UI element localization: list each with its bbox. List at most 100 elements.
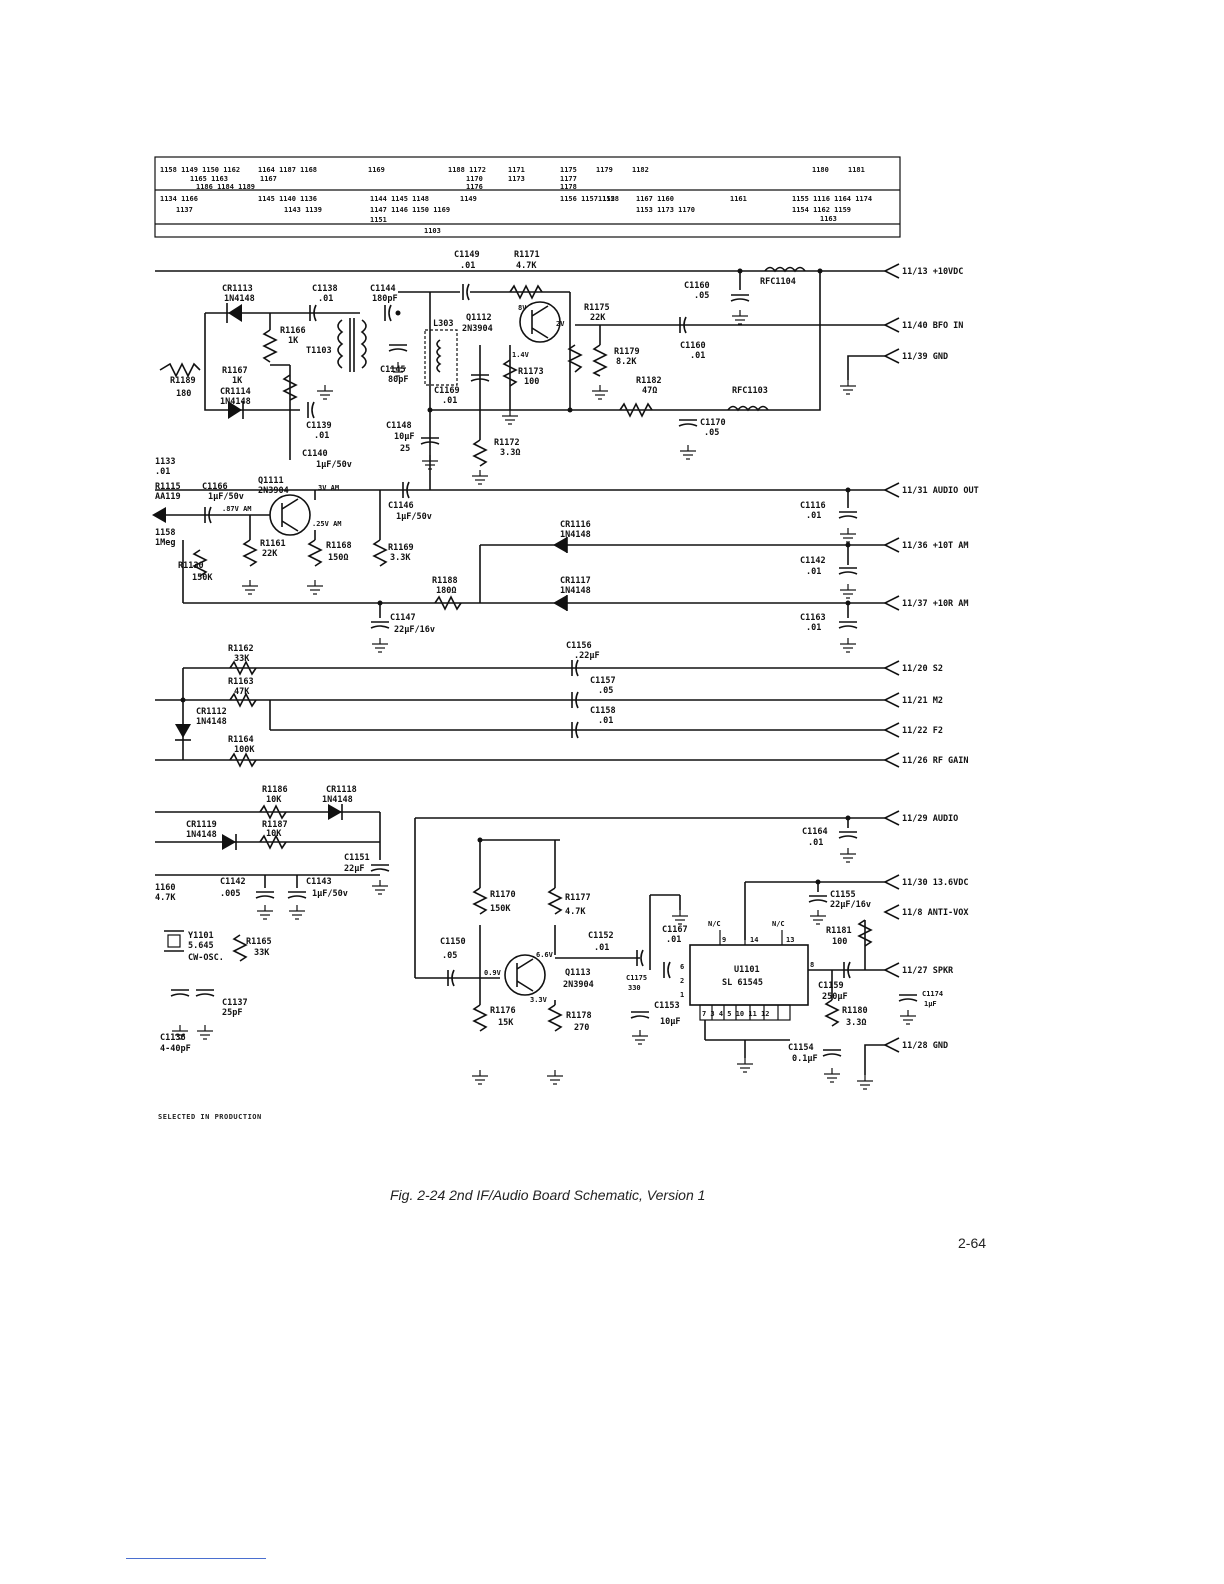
- label-r1130-value: 150K: [192, 573, 213, 583]
- label-r1176: R1176: [490, 1006, 516, 1016]
- label-r1180: R1180: [842, 1006, 868, 1016]
- label-j40: 11/40 BFO IN: [902, 321, 963, 331]
- resistor-r1164: [229, 752, 257, 768]
- table-row1-cell: 1175: [560, 166, 577, 174]
- label-r1175: R1175: [584, 303, 610, 313]
- label-r1167: R1167: [222, 366, 248, 376]
- footnote: SELECTED IN PRODUCTION: [158, 1113, 262, 1121]
- label-pin13: 13: [786, 936, 794, 944]
- label-cr1116-value: 1N4148: [560, 530, 591, 540]
- label-cr1118-value: 1N4148: [322, 795, 353, 805]
- label-c1146: C1146: [388, 501, 414, 511]
- label-r1179: R1179: [614, 347, 640, 357]
- label-j21: 11/21 M2: [902, 696, 943, 706]
- label-r1186: R1186: [262, 785, 288, 795]
- crystal-y1101: [167, 934, 181, 948]
- table-row2-cell: 1152: [598, 195, 615, 203]
- resistor-r1170: [472, 887, 488, 915]
- capacitor-c1146: [406, 481, 410, 499]
- jack-j39: [884, 348, 900, 364]
- label-r1171: R1171: [514, 250, 540, 260]
- jack-j13: [884, 263, 900, 279]
- label-r1178: R1178: [566, 1011, 592, 1021]
- label-c1140-value: 1µF/50v: [316, 460, 352, 470]
- label-c1155: C1155: [830, 890, 856, 900]
- resistor-r1182: [619, 402, 653, 418]
- label-pins-bottom: 7 3 4 5 10 11 12: [702, 1010, 769, 1018]
- resistor-r1175: [567, 344, 583, 373]
- label-j37: 11/37 +10R AM: [902, 599, 969, 609]
- bottom-rule: [126, 1558, 266, 1559]
- label-rfc1104: RFC1104: [760, 277, 796, 287]
- label-c1140: C1140: [302, 449, 328, 459]
- label-r1186-value: 10K: [266, 795, 282, 805]
- label-c1142: C1142: [220, 877, 246, 887]
- label-r1187-value: 10K: [266, 829, 282, 839]
- label-aa119: AA119: [155, 492, 181, 502]
- label-c1145-value: 80pF: [388, 375, 408, 385]
- table-row1-cell: 1182: [632, 166, 649, 174]
- label-c1154: C1154: [788, 1043, 814, 1053]
- resistor-r1166: [262, 329, 278, 363]
- label-r1169-value: 3.3K: [390, 553, 411, 563]
- label-c1116-value: .01: [806, 511, 821, 521]
- label-cr1113: CR1113: [222, 284, 253, 294]
- label-cr1113-value: 1N4148: [224, 294, 255, 304]
- resistor-r1169: [372, 539, 388, 567]
- wiring: [155, 270, 885, 1075]
- label-cr1117-value: 1N4148: [560, 586, 591, 596]
- label-c1174: C1174: [922, 990, 943, 998]
- label-nc2: N/C: [772, 920, 785, 928]
- label-c1169: C1169: [434, 386, 460, 396]
- capacitor-c1116: [838, 511, 858, 519]
- label-r1166-value: 1K: [288, 336, 299, 346]
- label-j20: 11/20 S2: [902, 664, 943, 674]
- label-volt-2v: 2V: [556, 320, 565, 328]
- capacitor-c1166: [208, 506, 212, 524]
- diode-cr1117: [553, 595, 567, 611]
- resistor-r1171: [509, 284, 543, 300]
- label-c1142b-value: .01: [806, 567, 821, 577]
- label-c1159: C1159: [818, 981, 844, 991]
- table-row1b-cell: 1170: [466, 175, 483, 183]
- label-r1187: R1187: [262, 820, 288, 830]
- label-r1160-value: 4.7K: [155, 893, 176, 903]
- label-q1113-value: 2N3904: [563, 980, 594, 990]
- label-c1154-value: 0.1µF: [792, 1054, 818, 1064]
- label-c1145: C1145: [380, 365, 406, 375]
- label-c1149: C1149: [454, 250, 480, 260]
- table-row2-cell: 1144 1145 1148: [370, 195, 429, 203]
- label-pin9: 9: [722, 936, 726, 944]
- label-rfc1103: RFC1103: [732, 386, 768, 396]
- label-c1170: C1170: [700, 418, 726, 428]
- label-r1162-value: 33K: [234, 654, 250, 664]
- label-q1111-value: 2N3904: [258, 486, 289, 496]
- capacitor-c1137: [195, 989, 215, 997]
- label-volt-14v: 1.4V: [512, 351, 530, 359]
- label-r1115: R1115: [155, 482, 181, 492]
- label-r1181-value: 100: [832, 937, 847, 947]
- label-c1155-value: 22µF/16v: [830, 900, 871, 910]
- resistor-r1181: [857, 919, 873, 947]
- label-c1150: C1150: [440, 937, 466, 947]
- label-c1152: C1152: [588, 931, 614, 941]
- label-j13: 11/13 +10VDC: [902, 267, 963, 277]
- table-row2-cell: 1153 1173 1170: [636, 206, 695, 214]
- label-r1130: R1130: [178, 561, 204, 571]
- label-c1163-value: .01: [806, 623, 821, 633]
- label-r1169: R1169: [388, 543, 414, 553]
- label-c1152-value: .01: [594, 943, 609, 953]
- label-c1139: C1139: [306, 421, 332, 431]
- label-volt-8v: 8V: [518, 304, 527, 312]
- label-r1163: R1163: [228, 677, 254, 687]
- label-c1136-value: 4-40pF: [160, 1044, 191, 1054]
- table-row2-cell: 1155 1116 1164 1174: [792, 195, 872, 203]
- label-r1172: R1172: [494, 438, 520, 448]
- jack-j8: [884, 904, 900, 920]
- label-j28: 11/28 GND: [902, 1041, 948, 1051]
- label-c1160: C1160: [684, 281, 710, 291]
- label-c1161-value: .01: [690, 351, 705, 361]
- resistor-r1168: [307, 539, 323, 567]
- capacitor-c1157: [575, 691, 579, 709]
